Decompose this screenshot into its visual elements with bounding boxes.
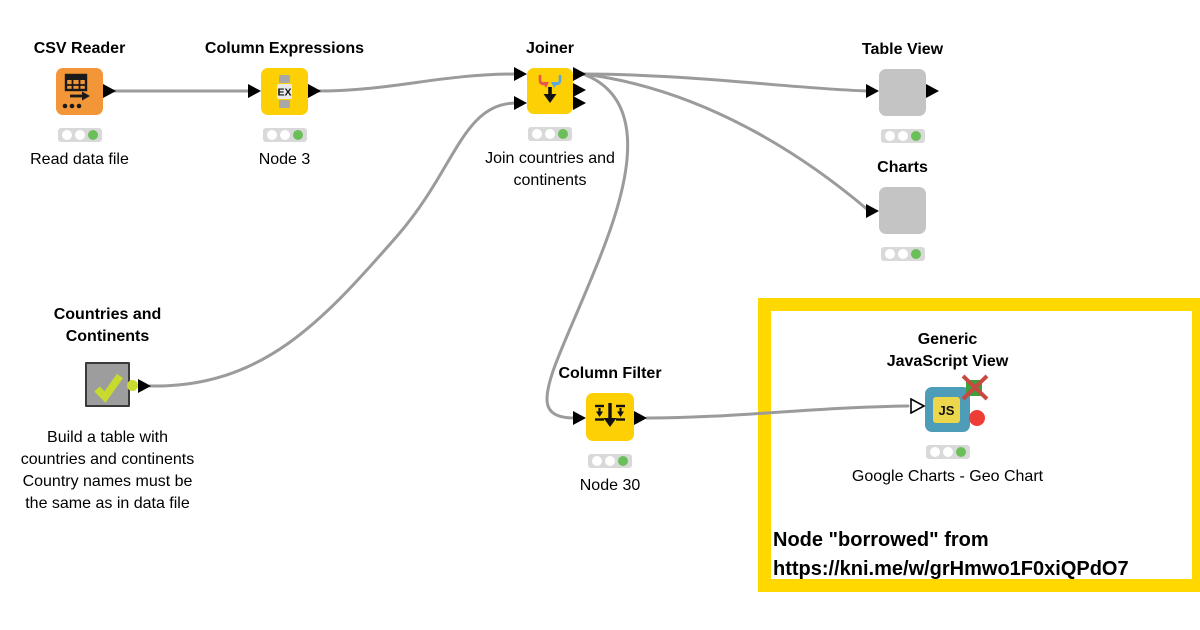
traffic-green bbox=[910, 131, 921, 141]
countries-continents-output-port[interactable] bbox=[138, 379, 151, 393]
connection-expressions-to-joiner[interactable] bbox=[316, 72, 518, 93]
traffic-yellow bbox=[897, 131, 908, 141]
column-expressions-body[interactable]: EX bbox=[261, 68, 308, 115]
generic-js-view-body[interactable]: JS bbox=[925, 387, 970, 432]
column-filter-body[interactable] bbox=[586, 393, 634, 441]
table-view-output-port[interactable] bbox=[926, 84, 939, 98]
status-traffic-light bbox=[262, 128, 307, 142]
csv-reader-output-port[interactable] bbox=[103, 84, 116, 98]
countries-continents-body[interactable] bbox=[85, 362, 130, 407]
connection-columnfilter-to-jsview[interactable] bbox=[645, 404, 910, 420]
column-expressions-input-port[interactable] bbox=[248, 84, 261, 98]
status-traffic-light bbox=[880, 247, 925, 261]
flow-variable-dot-icon bbox=[969, 410, 985, 426]
table-view-body[interactable] bbox=[879, 69, 926, 116]
csv-reader-body[interactable] bbox=[56, 68, 103, 115]
traffic-red bbox=[61, 130, 72, 140]
connection-countries-to-joiner[interactable] bbox=[148, 101, 518, 388]
node-caption: Google Charts - Geo Chart bbox=[851, 468, 1044, 485]
js-icon-text: JS bbox=[938, 402, 955, 418]
traffic-red bbox=[592, 456, 602, 466]
node-column-expressions[interactable]: Column Expressions EX Node 3 bbox=[205, 40, 364, 168]
node-charts[interactable]: Charts bbox=[866, 159, 928, 261]
traffic-green bbox=[292, 130, 303, 140]
node-caption: Node 30 bbox=[579, 477, 641, 494]
workflow-annotation-box[interactable]: Node "borrowed" from https://kni.me/w/gr… bbox=[758, 298, 1200, 592]
status-traffic-light bbox=[588, 454, 632, 468]
connection-joiner-to-tableview[interactable] bbox=[581, 72, 870, 93]
inactive-port-x-icon bbox=[961, 374, 989, 401]
traffic-red bbox=[532, 129, 542, 139]
joiner-output-port-1[interactable] bbox=[573, 67, 586, 81]
joiner-input-port-1[interactable] bbox=[514, 67, 527, 81]
node-caption: Build a table with countries and contine… bbox=[20, 429, 195, 512]
node-title: Table View bbox=[861, 41, 944, 58]
table-view-input-port[interactable] bbox=[866, 84, 879, 98]
check-icon bbox=[94, 373, 124, 403]
joiner-input-port-2[interactable] bbox=[514, 96, 527, 110]
charts-body[interactable] bbox=[879, 187, 926, 234]
node-title: Countries and Continents bbox=[53, 306, 162, 345]
column-expressions-output-port[interactable] bbox=[308, 84, 321, 98]
node-caption: Node 3 bbox=[258, 151, 311, 168]
status-traffic-light bbox=[925, 445, 970, 459]
traffic-yellow bbox=[545, 129, 555, 139]
traffic-yellow bbox=[279, 130, 290, 140]
annotation-text: Node "borrowed" from https://kni.me/w/gr… bbox=[773, 529, 1129, 580]
traffic-yellow bbox=[74, 130, 85, 140]
generic-js-view-input-port[interactable] bbox=[910, 398, 926, 414]
traffic-green bbox=[87, 130, 98, 140]
status-traffic-light bbox=[528, 127, 572, 141]
expressions-icon: EX bbox=[277, 75, 292, 108]
charts-input-port[interactable] bbox=[866, 204, 879, 218]
traffic-yellow bbox=[942, 447, 953, 457]
expressions-icon-text: EX bbox=[277, 87, 291, 99]
node-title: Generic JavaScript View bbox=[886, 331, 1009, 370]
joiner-body[interactable] bbox=[527, 68, 573, 114]
node-table-view[interactable]: Table View bbox=[862, 41, 943, 143]
connection-joiner-to-columnfilter[interactable] bbox=[545, 72, 630, 420]
node-countries-continents[interactable]: Countries and Continents Build a table w… bbox=[21, 306, 194, 512]
node-generic-javascript-view[interactable]: Generic JavaScript View JS Google Charts… bbox=[852, 331, 1043, 485]
traffic-yellow bbox=[605, 456, 615, 466]
joiner-output-port-2[interactable] bbox=[573, 83, 586, 97]
node-joiner[interactable]: Joiner Join countries and continents bbox=[485, 40, 615, 189]
node-title: Joiner bbox=[525, 40, 574, 57]
join-arrows-icon bbox=[538, 75, 562, 103]
node-title: CSV Reader bbox=[33, 40, 126, 57]
traffic-green bbox=[558, 129, 568, 139]
status-traffic-light bbox=[57, 128, 102, 142]
status-traffic-light bbox=[880, 129, 925, 143]
js-icon: JS bbox=[933, 397, 960, 423]
node-column-filter[interactable]: Column Filter Node 30 bbox=[558, 365, 661, 494]
node-csv-reader[interactable]: CSV Reader Read data file bbox=[30, 40, 129, 168]
node-title: Column Filter bbox=[558, 365, 662, 382]
metanode-output-dot bbox=[127, 380, 138, 391]
filter-arrows-icon bbox=[595, 403, 625, 427]
traffic-red bbox=[929, 447, 940, 457]
traffic-red bbox=[266, 130, 277, 140]
column-filter-output-port[interactable] bbox=[634, 411, 647, 425]
table-reader-icon bbox=[62, 73, 90, 109]
node-title: Column Expressions bbox=[204, 40, 365, 57]
column-filter-input-port[interactable] bbox=[573, 411, 586, 425]
traffic-yellow bbox=[897, 249, 908, 259]
node-caption: Join countries and continents bbox=[485, 150, 615, 189]
joiner-output-port-3[interactable] bbox=[573, 96, 586, 110]
traffic-red bbox=[884, 249, 895, 259]
traffic-red bbox=[884, 131, 895, 141]
connection-joiner-to-charts[interactable] bbox=[581, 72, 870, 212]
node-title: Charts bbox=[877, 159, 928, 176]
traffic-green bbox=[955, 447, 966, 457]
traffic-green bbox=[618, 456, 628, 466]
node-caption: Read data file bbox=[30, 151, 129, 168]
traffic-green bbox=[910, 249, 921, 259]
